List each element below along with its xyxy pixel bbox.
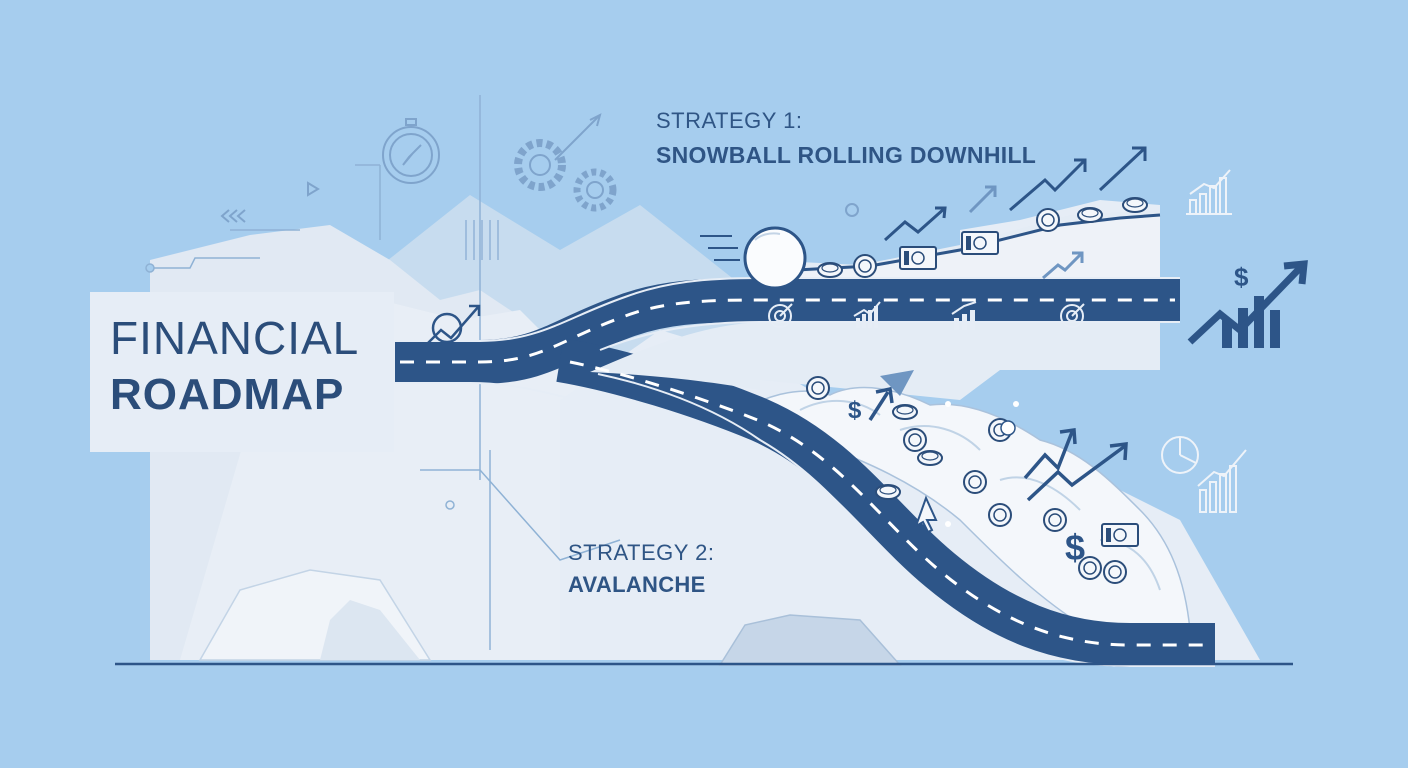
chevrons-icon [220,181,320,223]
svg-text:$: $ [848,397,862,424]
title-line-2: ROADMAP [110,370,345,419]
compass-icon [382,118,440,184]
hatch-decoration [465,220,499,260]
road [395,277,1215,667]
dot-decoration [845,203,859,217]
target-icon [1060,303,1085,328]
cursor-icon [914,495,938,534]
svg-text:$: $ [1234,262,1249,292]
title-line-1: FINANCIAL [110,312,360,364]
upper-slope-line [759,213,1161,274]
bar-chart-icon [1186,169,1232,215]
rocks [198,569,902,666]
svg-text:$: $ [1065,527,1085,568]
target-icon [768,303,793,328]
trend-arrow-icon [968,185,1084,280]
strategy-2-name: AVALANCHE [568,572,706,597]
strategy-1-name: SNOWBALL ROLLING DOWNHILL [656,142,1037,168]
bar-chart-icon [951,301,977,330]
strategy-2-label: STRATEGY 2: [568,540,715,565]
gears-icon [514,113,617,212]
decorative-lines [145,95,621,650]
title-card: FINANCIAL ROADMAP [90,292,394,452]
pie-chart-icon [1161,436,1199,474]
dollar-growth-icon: $ [1187,260,1308,348]
dollar-sign-icon: $ $ [848,397,1085,568]
trend-arrow-icon [883,146,1147,242]
snowball-icon [700,226,807,290]
trend-arrow-icon [868,386,1128,502]
trend-arrow-icon [880,370,914,396]
trend-arrow-icon [424,304,481,347]
sparkle-dots [945,401,1019,527]
strategy-1-label: STRATEGY 1: [656,108,803,133]
bar-chart-icon [853,301,881,328]
bar-chart-icon [1197,449,1247,513]
